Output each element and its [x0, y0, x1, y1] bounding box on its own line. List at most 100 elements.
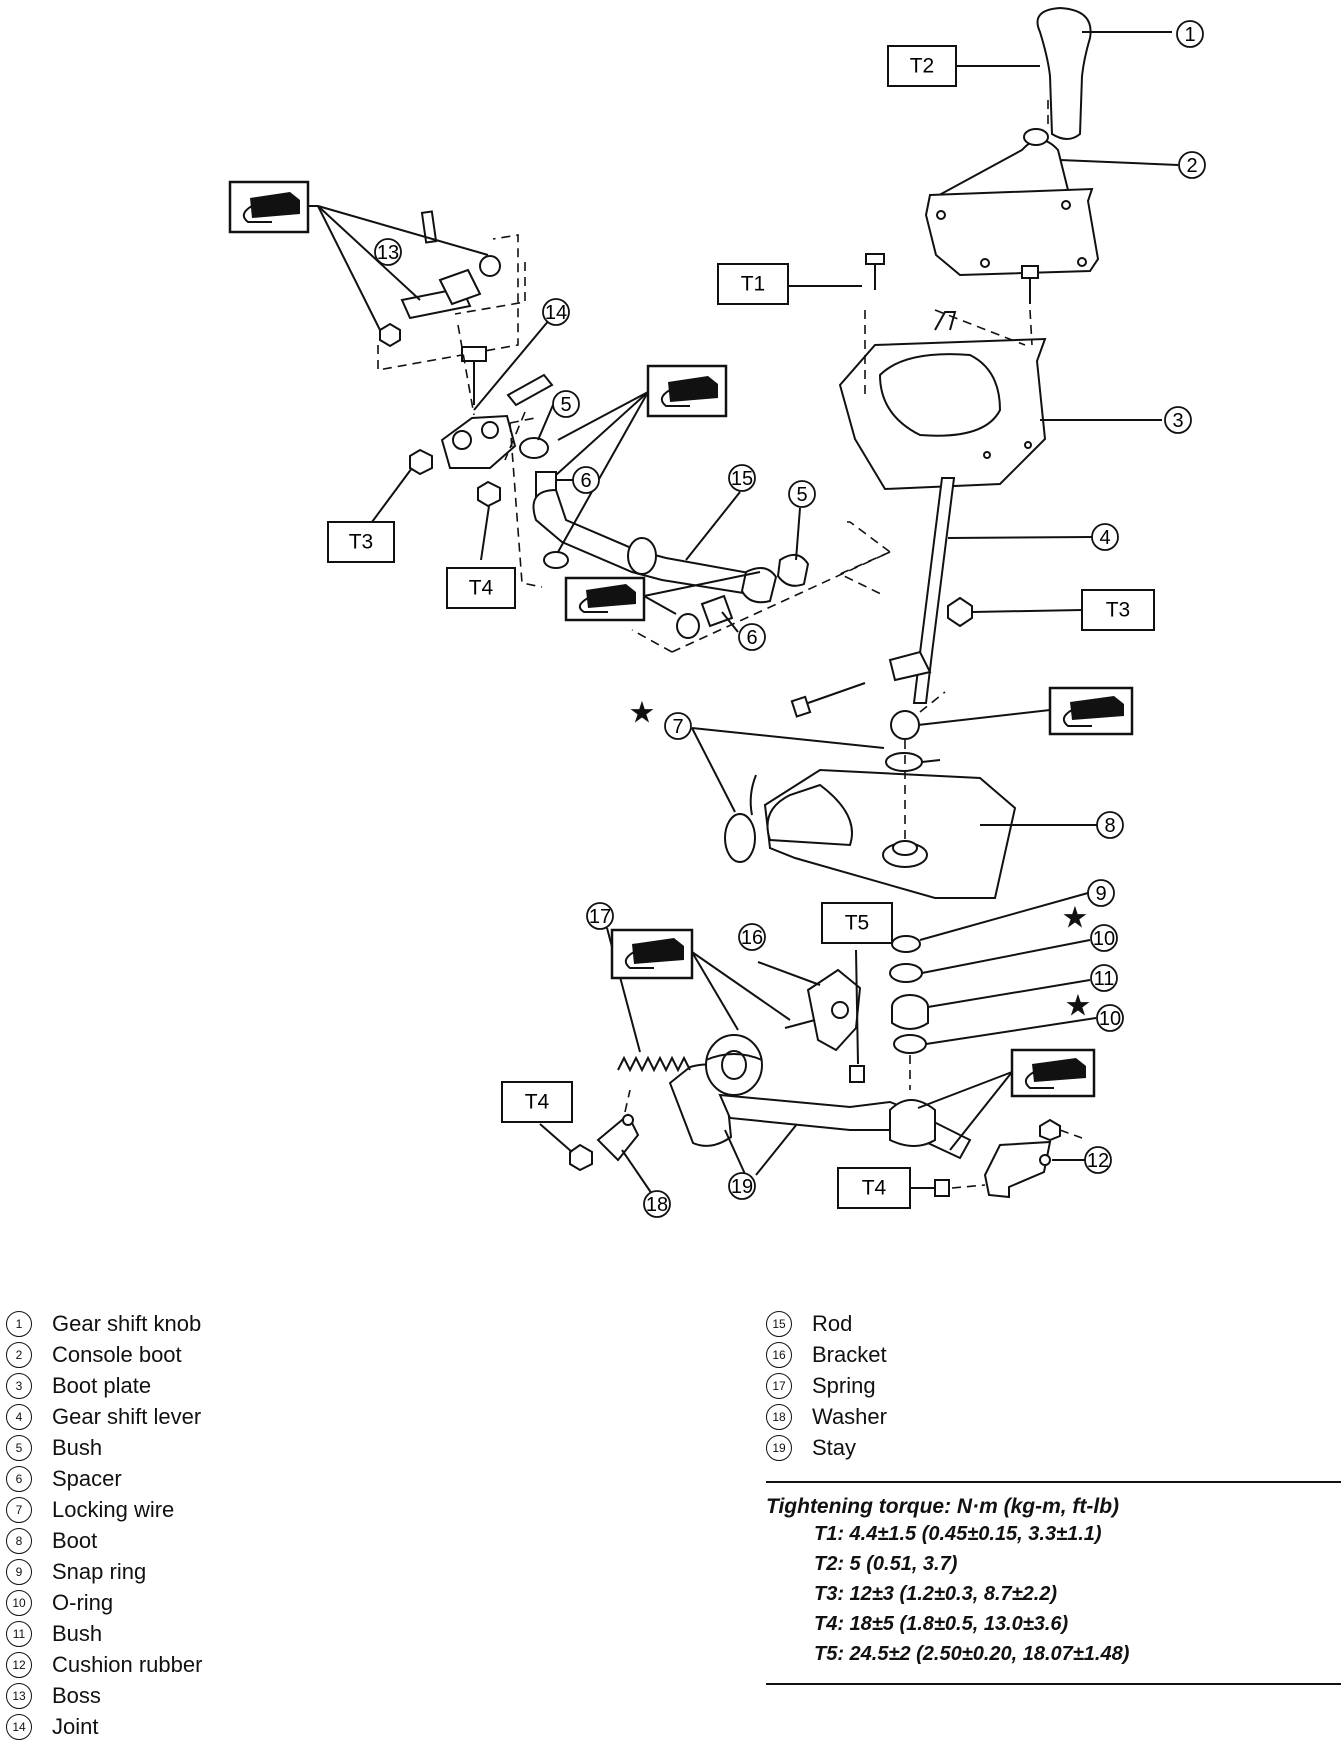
- legend-label: Spring: [812, 1372, 876, 1398]
- torque-tag-t1: T1: [717, 263, 789, 305]
- callout-19: 19: [728, 1172, 756, 1200]
- legend-label: Boot plate: [52, 1372, 152, 1398]
- callout-10-upper: 10: [1090, 924, 1118, 952]
- console-boot-part: [924, 128, 1100, 277]
- svg-text:T4: T4: [862, 1177, 887, 1200]
- bolt-t1: [865, 253, 885, 290]
- svg-text:17: 17: [589, 906, 611, 928]
- callout-5-left: 5: [552, 390, 580, 418]
- svg-text:8: 8: [1104, 815, 1115, 837]
- svg-text:5: 5: [796, 484, 807, 506]
- cushion-rubber-part: [983, 1118, 1083, 1199]
- snap-ring-part: [891, 935, 921, 953]
- replace-part-star-icon: ★: [1062, 901, 1089, 936]
- nut-t4-bottom-left: [569, 1143, 593, 1172]
- svg-text:12: 12: [1087, 1150, 1109, 1172]
- torque-title: Tightening torque: N·m (kg-m, ft-lb): [766, 1495, 1120, 1518]
- callout-13: 13: [374, 238, 402, 266]
- bracket-part: [784, 968, 865, 1083]
- svg-text:3: 3: [1172, 410, 1183, 432]
- svg-text:16: 16: [741, 927, 763, 949]
- svg-text:T2: T2: [910, 55, 935, 78]
- callout-18: 18: [643, 1190, 671, 1218]
- callout-6-right: 6: [738, 623, 766, 651]
- callout-11: 11: [1090, 964, 1118, 992]
- callout-12: 12: [1084, 1146, 1112, 1174]
- bolt-t4-bottom-right: [934, 1179, 986, 1197]
- gear-shift-lever-part: [888, 477, 956, 704]
- svg-text:5: 5: [560, 394, 571, 416]
- callout-15: 15: [728, 464, 756, 492]
- callout-7: 7: [664, 712, 692, 740]
- joint-part: [440, 324, 554, 469]
- o-ring-lower: [893, 1034, 927, 1054]
- legend-label: Joint: [52, 1713, 99, 1739]
- callout-8: 8: [1096, 811, 1124, 839]
- grease-application-icon: [1010, 1048, 1096, 1098]
- svg-text:4: 4: [1099, 527, 1110, 549]
- legend-label: Gear shift knob: [52, 1310, 202, 1336]
- callout-1: 1: [1176, 20, 1204, 48]
- legend-label: Boot: [52, 1527, 98, 1553]
- svg-text:10: 10: [1099, 1008, 1121, 1030]
- torque-tag-t4-left: T4: [446, 567, 516, 609]
- torque-tag-t4-bottom-right: T4: [837, 1167, 911, 1209]
- bolt-right: [1021, 265, 1039, 304]
- svg-text:19: 19: [731, 1176, 753, 1198]
- divider: [766, 1683, 1341, 1685]
- svg-text:T4: T4: [525, 1091, 550, 1114]
- svg-text:T1: T1: [741, 273, 766, 296]
- tightening-torque-table: Tightening torque: N·m (kg-m, ft-lb) T1:…: [766, 1481, 1344, 1685]
- replace-part-star-icon: ★: [629, 696, 656, 731]
- torque-row: T3: 12±3 (1.2±0.3, 8.7±2.2): [814, 1583, 1058, 1605]
- callout-5-right: 5: [788, 480, 816, 508]
- legend-label: Bush: [52, 1434, 103, 1460]
- legend-label: Stay: [812, 1434, 857, 1460]
- svg-text:7: 7: [672, 716, 683, 738]
- bush-5-left: [519, 437, 549, 459]
- svg-text:T3: T3: [349, 531, 374, 554]
- nut-t4-left: [477, 480, 501, 508]
- nut-t3-left: [409, 448, 433, 476]
- torque-row: T1: 4.4±1.5 (0.45±0.15, 3.3±1.1): [814, 1523, 1102, 1545]
- torque-tag-t3-left: T3: [327, 521, 395, 563]
- spring-part: [617, 1055, 691, 1073]
- legend-label: Gear shift lever: [52, 1403, 202, 1429]
- o-ring-upper: [889, 963, 923, 983]
- legend-label: Boss: [52, 1682, 101, 1708]
- grease-application-icon: [610, 928, 694, 980]
- torque-tag-t5: T5: [821, 902, 893, 944]
- callout-9: 9: [1087, 879, 1115, 907]
- callout-4: 4: [1091, 523, 1119, 551]
- bush-6-right: [676, 594, 734, 639]
- torque-row: T4: 18±5 (1.8±0.5, 13.0±3.6): [814, 1613, 1069, 1635]
- callout-3: 3: [1164, 406, 1192, 434]
- legend-label: Washer: [812, 1403, 887, 1429]
- svg-text:T3: T3: [1106, 599, 1131, 622]
- torque-tag-t3-right: T3: [1081, 589, 1155, 631]
- svg-text:11: 11: [1094, 968, 1115, 990]
- stay-part: [668, 1063, 972, 1160]
- callout-14: 14: [542, 298, 570, 326]
- rod-part: [532, 488, 810, 604]
- legend-label: Snap ring: [52, 1558, 147, 1584]
- grease-application-icon: [564, 576, 646, 622]
- callout-17: 17: [586, 902, 614, 930]
- legend-label: Console boot: [52, 1341, 182, 1367]
- svg-text:13: 13: [377, 242, 399, 264]
